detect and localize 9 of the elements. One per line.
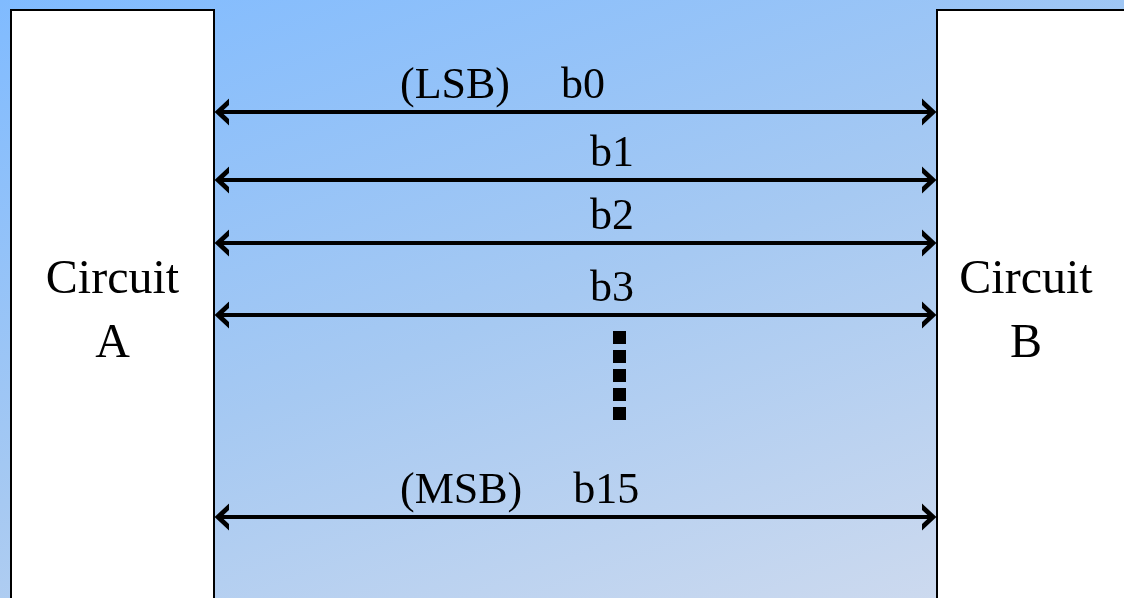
edge-label: b3 [590, 264, 634, 310]
circuit-block [10, 9, 215, 598]
block-label: Circuit A [44, 249, 181, 369]
block-label: Circuit B [958, 249, 1094, 369]
edge-label: (MSB) b15 [400, 466, 640, 512]
circuit-block [936, 9, 1124, 598]
edge-label: b1 [590, 129, 634, 175]
edge-label: b2 [590, 192, 634, 238]
edge-label: (LSB) b0 [400, 61, 605, 107]
